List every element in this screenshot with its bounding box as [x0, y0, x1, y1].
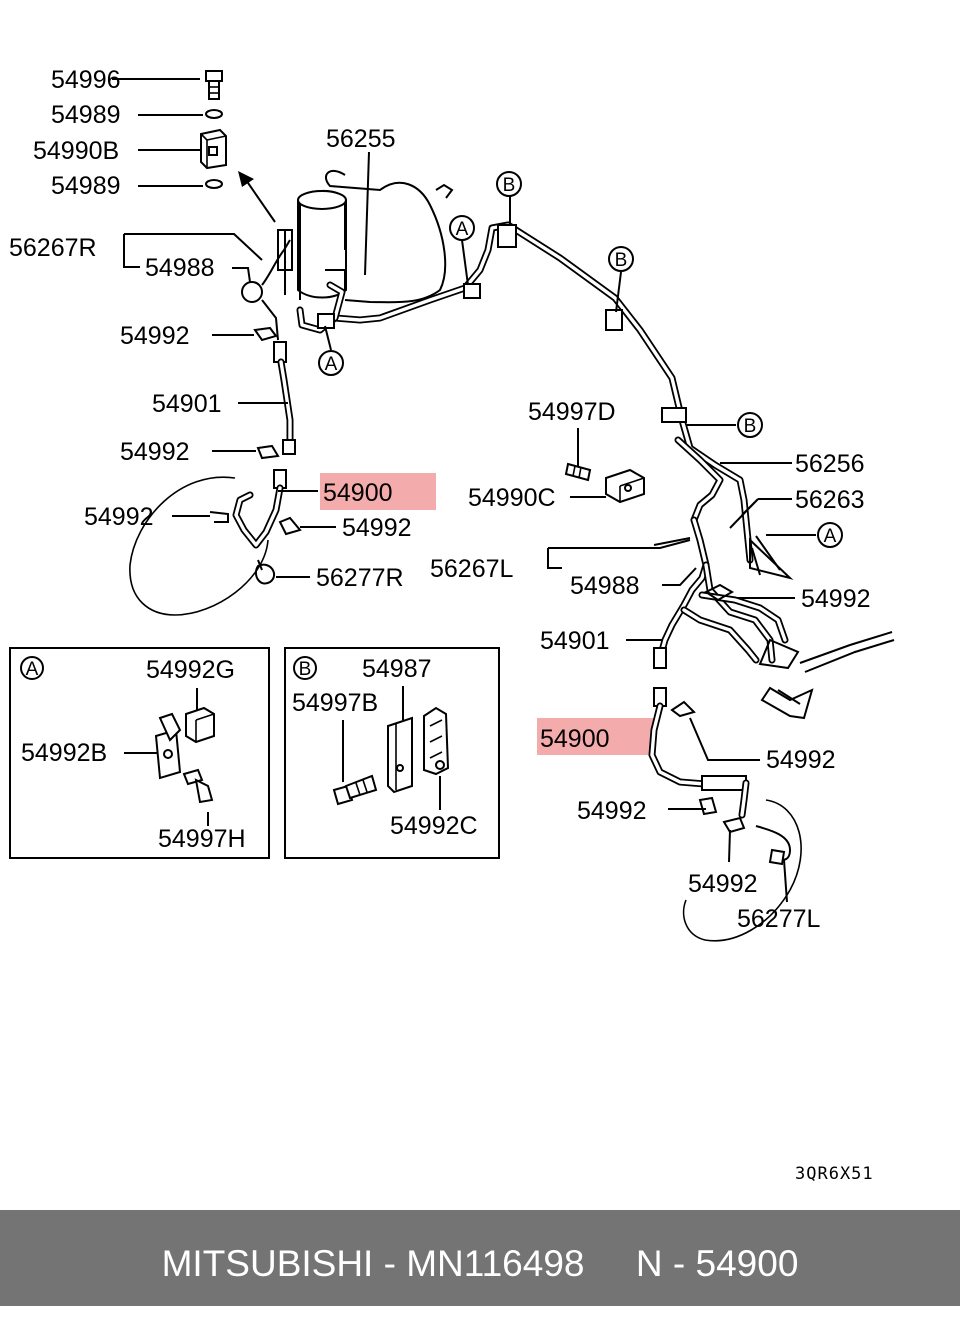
bracket-54992C-drawing: [423, 706, 450, 776]
inset-a: A 54992G 54992B 54997H: [9, 647, 270, 859]
callout-54992-right-3: 54992: [577, 797, 647, 825]
pipe-56267R-left: [261, 239, 291, 341]
callout-54900-right: 54900: [540, 725, 610, 753]
callout-56256: 56256: [795, 450, 865, 478]
svg-text:A: A: [26, 659, 39, 680]
callout-54990C: 54990C: [468, 484, 556, 512]
callout-56277R: 56277R: [316, 564, 404, 592]
callout-54901-right: 54901: [540, 627, 610, 655]
bolt-54996-drawing: [205, 70, 223, 100]
inset-a-callout-54992B: 54992B: [21, 739, 107, 767]
marker-a-2: A: [318, 350, 344, 376]
hose-54901-left-drawing: [253, 326, 296, 460]
footer-text: MITSUBISHI - MN116498 N - 54900: [161, 1243, 799, 1284]
clip-54992G-drawing: [185, 706, 215, 744]
callout-54992-left-2: 54992: [120, 438, 190, 466]
svg-text:B: B: [615, 250, 628, 271]
callout-56267R: 56267R: [9, 234, 97, 262]
svg-text:A: A: [456, 219, 469, 240]
callout-56263: 56263: [795, 486, 865, 514]
footer-brand: MITSUBISHI: [161, 1243, 374, 1284]
union-54990C-drawing: [605, 468, 645, 504]
leader-56255: [364, 151, 370, 276]
callout-54992-left-4: 54992: [342, 514, 412, 542]
inset-a-callout-54997H: 54997H: [158, 825, 246, 853]
hose-54901-right-drawing: [653, 647, 667, 669]
footer-ref: N - 54900: [635, 1243, 799, 1284]
svg-text:A: A: [325, 354, 338, 375]
callout-54990B: 54990B: [33, 137, 119, 165]
washer-54989-lower-drawing: [205, 179, 223, 189]
callout-54989-lower: 54989: [51, 172, 121, 200]
callout-56255: 56255: [326, 125, 396, 153]
callout-56277L: 56277L: [737, 905, 821, 933]
bolt-54997D-drawing: [564, 462, 592, 482]
marker-b-1: B: [496, 171, 522, 197]
callout-54988-right: 54988: [570, 572, 640, 600]
callout-54992-right-2: 54992: [766, 746, 836, 774]
callout-54992-left-3: 54992: [84, 503, 154, 531]
svg-text:A: A: [824, 526, 837, 547]
inset-b-callout-54997B: 54997B: [292, 689, 378, 717]
marker-a-1: A: [449, 215, 475, 241]
callout-54992-left-1: 54992: [120, 322, 190, 350]
callout-54989-upper: 54989: [51, 101, 121, 129]
hose-54900-left-drawing: [209, 469, 302, 585]
callout-54992-right-1: 54992: [801, 585, 871, 613]
footer-bar: MITSUBISHI - MN116498 N - 54900: [0, 1210, 960, 1306]
bracket-54992B-drawing: [154, 712, 182, 780]
left-leaders: [123, 233, 336, 578]
pipes-lower-right: [653, 516, 895, 720]
up-arrow: [238, 171, 276, 223]
callout-54996: 54996: [51, 66, 121, 94]
right-leaders: [547, 462, 795, 903]
highlight-54900-lower: [537, 718, 653, 755]
callout-56267L: 56267L: [430, 555, 514, 583]
callout-54901-left: 54901: [152, 390, 222, 418]
highlight-54900-upper: [320, 473, 436, 510]
inset-b: B 54987 54997B 54992C: [284, 647, 500, 859]
master-cylinder-56255-drawing: [241, 169, 454, 304]
callout-54988-left: 54988: [145, 254, 215, 282]
detail-ellipse-right: [682, 799, 802, 942]
inset-b-callout-54987: 54987: [362, 655, 432, 683]
footer-part-number: MN116498: [406, 1243, 585, 1284]
washer-54989-upper-drawing: [205, 109, 223, 119]
bracket-54987-drawing: [387, 716, 413, 794]
inset-a-callout-54992G: 54992G: [146, 656, 235, 684]
bolt-54997B-drawing: [332, 774, 378, 806]
callout-54992-right-4: 54992: [688, 870, 758, 898]
svg-text:B: B: [744, 416, 757, 437]
parts-diagram: B B A A B A 54996 54989 54990B 54989 562…: [9, 66, 895, 1184]
detail-ellipse-left: [129, 476, 269, 616]
marker-a-3: A: [817, 522, 843, 548]
svg-text:B: B: [503, 175, 516, 196]
inset-b-callout-54992C: 54992C: [390, 812, 478, 840]
bolt-54997H-drawing: [182, 768, 214, 804]
reference-code: 3QR6X51: [795, 1164, 874, 1184]
svg-text:B: B: [299, 659, 312, 680]
marker-b-3: B: [737, 412, 763, 438]
callout-54997D: 54997D: [528, 398, 616, 426]
union-54990B-drawing: [200, 128, 227, 170]
hose-54900-right-drawing: [648, 687, 792, 866]
callout-54900-left: 54900: [323, 479, 393, 507]
marker-b-2: B: [608, 246, 634, 272]
